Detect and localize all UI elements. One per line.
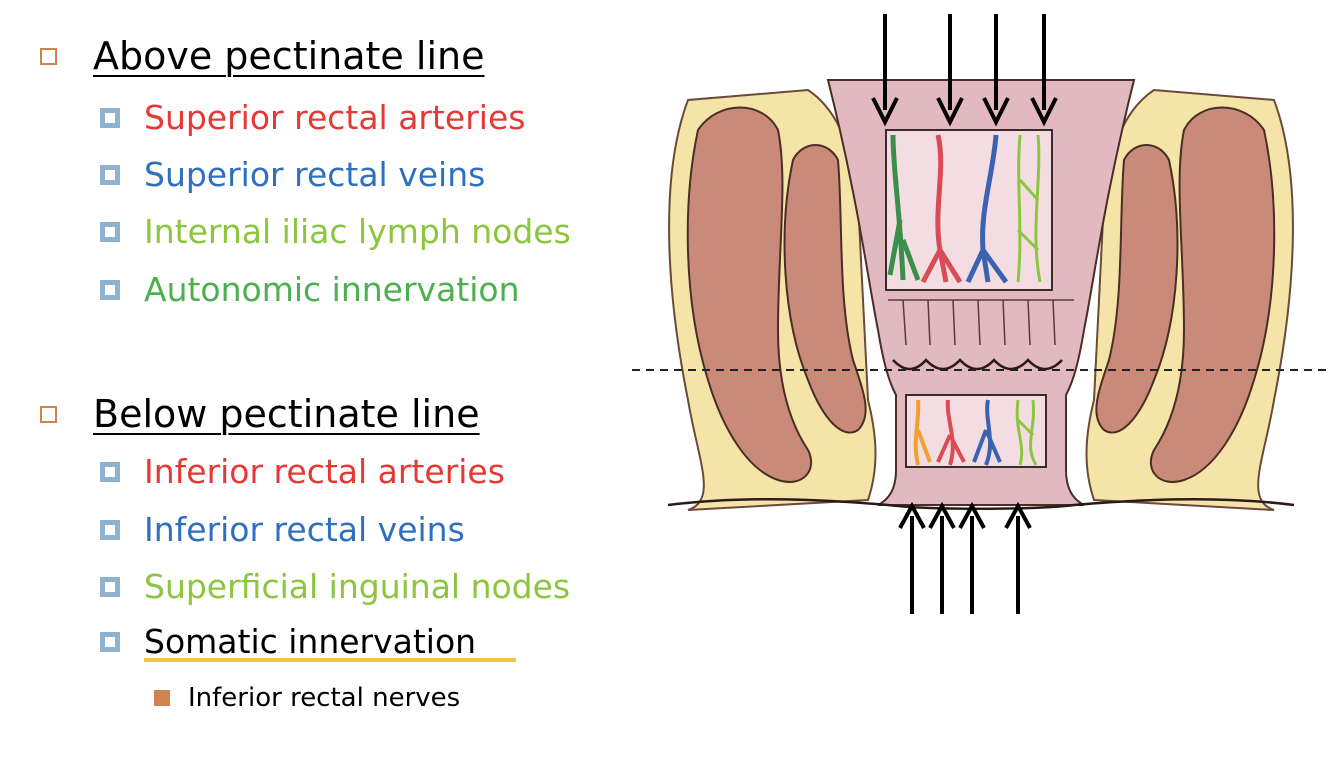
up-arrow-head-icon [928,501,956,529]
list-item: Internal iliac lymph nodes [100,212,571,251]
sub-list-item: Inferior rectal nerves [154,683,460,713]
square-bullet-icon [100,221,120,242]
list-item-label: Internal iliac lymph nodes [144,212,571,251]
hollow-square-bullet-icon [40,405,57,423]
down-arrow-head-icon [982,97,1010,127]
list-item-label: Superior rectal veins [144,155,486,194]
list-item: Superficial inguinal nodes [100,567,570,606]
heading-below-text: Below pectinate line [93,392,480,436]
up-arrows [898,501,1032,614]
list-item-label: Somatic innervation [144,622,477,661]
upper-vein-blue [965,134,1009,284]
square-bullet-icon [100,107,120,128]
down-arrows [871,14,1058,127]
upper-lymph-green [1016,134,1042,283]
hollow-square-bullet-icon [40,47,57,65]
square-bullet-icon [100,461,120,482]
list-item: Autonomic innervation [100,270,520,309]
lower-nerve-orange [913,399,932,466]
list-item: Superior rectal arteries [100,98,525,137]
list-item: Somatic innervation [100,622,476,661]
left-sphincter-muscle [783,144,867,434]
skin-outline [667,497,1295,510]
upper-artery-red [920,134,963,284]
up-arrow-head-icon [1004,501,1032,529]
square-bullet-icon [100,279,120,300]
up-arrow-head-icon [898,501,926,529]
square-bullet-icon [100,164,120,185]
square-bullet-icon [100,519,120,540]
list-item-label: Superior rectal arteries [144,98,526,137]
down-arrow-head-icon [1030,97,1058,127]
highlight-underline [144,658,516,662]
heading-above-text: Above pectinate line [93,34,485,78]
sub-list-item-label: Inferior rectal nerves [188,683,461,713]
list-item-label: Autonomic innervation [144,270,520,309]
list-item-label: Inferior rectal veins [144,510,465,549]
up-arrow-head-icon [958,501,986,529]
filled-square-bullet-icon [154,690,170,706]
right-levator-muscle [1149,106,1276,483]
upper-nerve-green [887,134,921,281]
anal-valves [892,358,1063,371]
lower-vein-blue [972,399,1002,466]
list-item-label: Superficial inguinal nodes [144,567,571,606]
down-arrow-head-icon [871,97,899,127]
left-levator-muscle [686,106,813,483]
list-item: Inferior rectal veins [100,510,465,549]
down-arrow-head-icon [936,97,964,127]
heading-above-pectinate-line: Above pectinate line [40,34,484,78]
lower-lymph-green [1015,399,1038,466]
bullet-list: Above pectinate line Superior rectal art… [0,0,660,780]
heading-below-pectinate-line: Below pectinate line [40,392,480,436]
lower-artery-red [936,399,966,466]
anal-columns [888,299,1074,346]
right-sphincter-muscle [1095,144,1179,434]
list-item: Inferior rectal arteries [100,452,505,491]
anal-canal-anatomy-illustration [632,14,1330,614]
list-item: Superior rectal veins [100,155,485,194]
square-bullet-icon [100,631,120,652]
square-bullet-icon [100,576,120,597]
list-item-label: Inferior rectal arteries [144,452,505,491]
